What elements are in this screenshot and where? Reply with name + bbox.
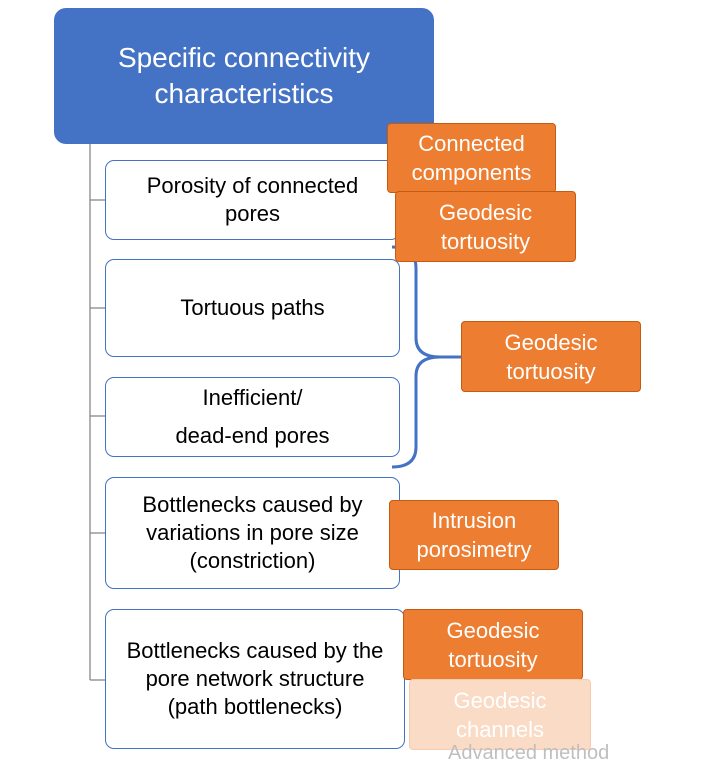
item-bottlenecks-path: Bottlenecks caused by the pore network s… bbox=[105, 609, 405, 749]
tag-intrusion-porosimetry: Intrusion porosimetry bbox=[389, 500, 559, 570]
tag-text-line: Connected bbox=[418, 131, 525, 156]
item-text-line: Bottlenecks caused by the bbox=[126, 638, 384, 663]
item-dead-end-pores: Inefficient/ dead-end pores bbox=[105, 377, 400, 457]
item-bottlenecks-constriction: Bottlenecks caused by variations in pore… bbox=[105, 477, 400, 589]
tag-geodesic-channels: Geodesic channels bbox=[409, 679, 591, 750]
item-text-line: dead-end pores bbox=[175, 423, 330, 448]
root-title-line-2: characteristics bbox=[154, 78, 334, 109]
tag-text-line: Geodesic bbox=[439, 199, 532, 225]
tag-geodesic-tortuosity-1: Geodesic tortuosity bbox=[395, 191, 576, 262]
tag-text-line: tortuosity bbox=[440, 228, 531, 254]
item-text-line: pores bbox=[224, 201, 281, 226]
tag-text-line: porosimetry bbox=[416, 537, 532, 562]
tag-text-line: Geodesic bbox=[504, 329, 598, 355]
advanced-method-note: Advanced method bbox=[448, 742, 610, 764]
item-text-line: Tortuous paths bbox=[180, 295, 325, 320]
item-text-line: pore network structure bbox=[145, 666, 365, 691]
item-text-line: (constriction) bbox=[189, 548, 316, 573]
item-tortuous-paths: Tortuous paths bbox=[105, 259, 400, 357]
tag-geodesic-tortuosity-3: Geodesic tortuosity bbox=[403, 609, 583, 680]
tag-text-line: tortuosity bbox=[448, 646, 538, 672]
tag-text-line: Geodesic bbox=[446, 617, 540, 643]
tag-text-line: Geodesic bbox=[453, 687, 547, 713]
tag-text-line: components bbox=[411, 160, 532, 185]
item-text-line: Bottlenecks caused by bbox=[142, 492, 363, 517]
tag-text-line: channels bbox=[455, 716, 545, 742]
root-node: Specific connectivity characteristics bbox=[54, 8, 434, 144]
tag-text-line: Intrusion bbox=[431, 508, 517, 533]
item-text-line: Inefficient/ bbox=[202, 385, 303, 410]
tag-geodesic-tortuosity-2: Geodesic tortuosity bbox=[461, 321, 641, 392]
item-text-line: variations in pore size bbox=[146, 520, 359, 545]
tag-text-line: tortuosity bbox=[506, 358, 596, 384]
root-title-line-1: Specific connectivity bbox=[117, 42, 371, 73]
item-text-line: Porosity of connected bbox=[146, 173, 359, 198]
tag-connected-components: Connected components bbox=[387, 123, 556, 193]
item-text-line: (path bottlenecks) bbox=[167, 694, 343, 719]
item-porosity-connected-pores: Porosity of connected pores bbox=[105, 160, 400, 240]
